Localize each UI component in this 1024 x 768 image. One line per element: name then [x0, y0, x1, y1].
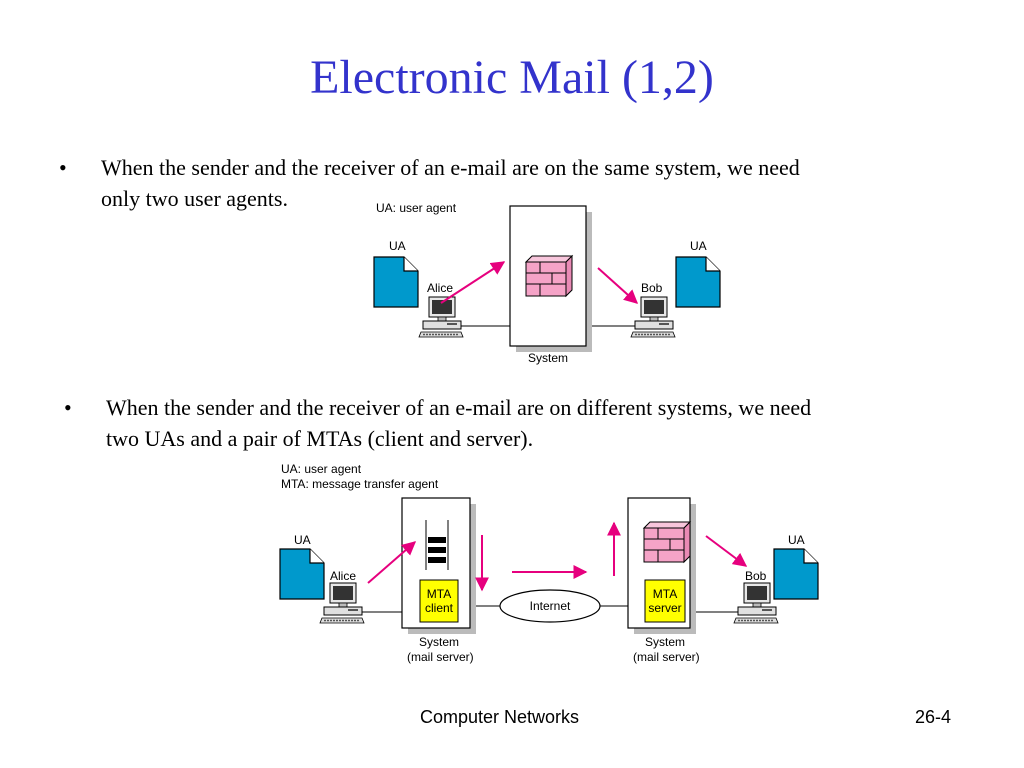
bullet-text: When the sender and the receiver of an e…	[106, 392, 811, 454]
bullet-line: two UAs and a pair of MTAs (client and s…	[106, 426, 534, 451]
diagram-same-system: UA: user agent System UA Alice UA Bob	[373, 201, 721, 365]
bullet-dot: •	[64, 395, 72, 420]
ua-left-label: UA	[389, 239, 406, 253]
system-label: System	[645, 635, 685, 649]
bullet-line: When the sender and the receiver of an e…	[106, 395, 812, 420]
slide-title: Electronic Mail (1,2)	[310, 51, 714, 104]
ua-right-label: UA	[690, 239, 707, 253]
document-icon	[773, 548, 819, 600]
internet-label: Internet	[530, 599, 571, 613]
sender-label: Alice	[330, 569, 356, 583]
bullet-line: only two user agents.	[101, 186, 288, 211]
system-sublabel: (mail server)	[407, 650, 474, 664]
mta-server-box: MTA server	[644, 579, 686, 623]
legend-text: UA: user agent	[281, 462, 362, 476]
system-label: System	[419, 635, 459, 649]
internet-cloud: Internet	[499, 589, 601, 623]
mta-server-label: MTA	[653, 587, 677, 601]
legend-text: MTA: message transfer agent	[281, 477, 439, 491]
bullet-dot: •	[59, 155, 67, 180]
arrow-icon	[597, 267, 639, 304]
computer-icon	[733, 582, 779, 624]
receiver-label: Bob	[745, 569, 767, 583]
arrow-icon	[705, 535, 748, 567]
system-label: System	[528, 351, 568, 365]
diagram-different-systems: UA: user agent MTA: message transfer age…	[279, 462, 819, 664]
mta-server-label: server	[648, 601, 681, 615]
bullet-text: When the sender and the receiver of an e…	[101, 152, 800, 214]
ua-right-label: UA	[788, 533, 805, 547]
system-sublabel: (mail server)	[633, 650, 700, 664]
computer-icon	[630, 296, 676, 338]
arrow-icon	[367, 541, 417, 584]
mailbox-icon	[525, 255, 573, 297]
ua-left-label: UA	[294, 533, 311, 547]
document-icon	[279, 548, 325, 600]
computer-icon	[319, 582, 365, 624]
mta-client-box: MTA client	[419, 579, 459, 623]
queue-icon	[425, 520, 449, 570]
sender-label: Alice	[427, 281, 453, 295]
receiver-label: Bob	[641, 281, 663, 295]
arrow-icon	[440, 261, 506, 304]
bullet-line: When the sender and the receiver of an e…	[101, 155, 800, 180]
mta-client-label: MTA	[427, 587, 451, 601]
document-icon	[373, 256, 419, 308]
mta-client-label: client	[425, 601, 454, 615]
mailbox-icon	[643, 521, 691, 563]
document-icon	[675, 256, 721, 308]
footer-course: Computer Networks	[420, 707, 580, 727]
footer-page-number: 26-4	[915, 707, 952, 727]
legend-text: UA: user agent	[376, 201, 457, 215]
